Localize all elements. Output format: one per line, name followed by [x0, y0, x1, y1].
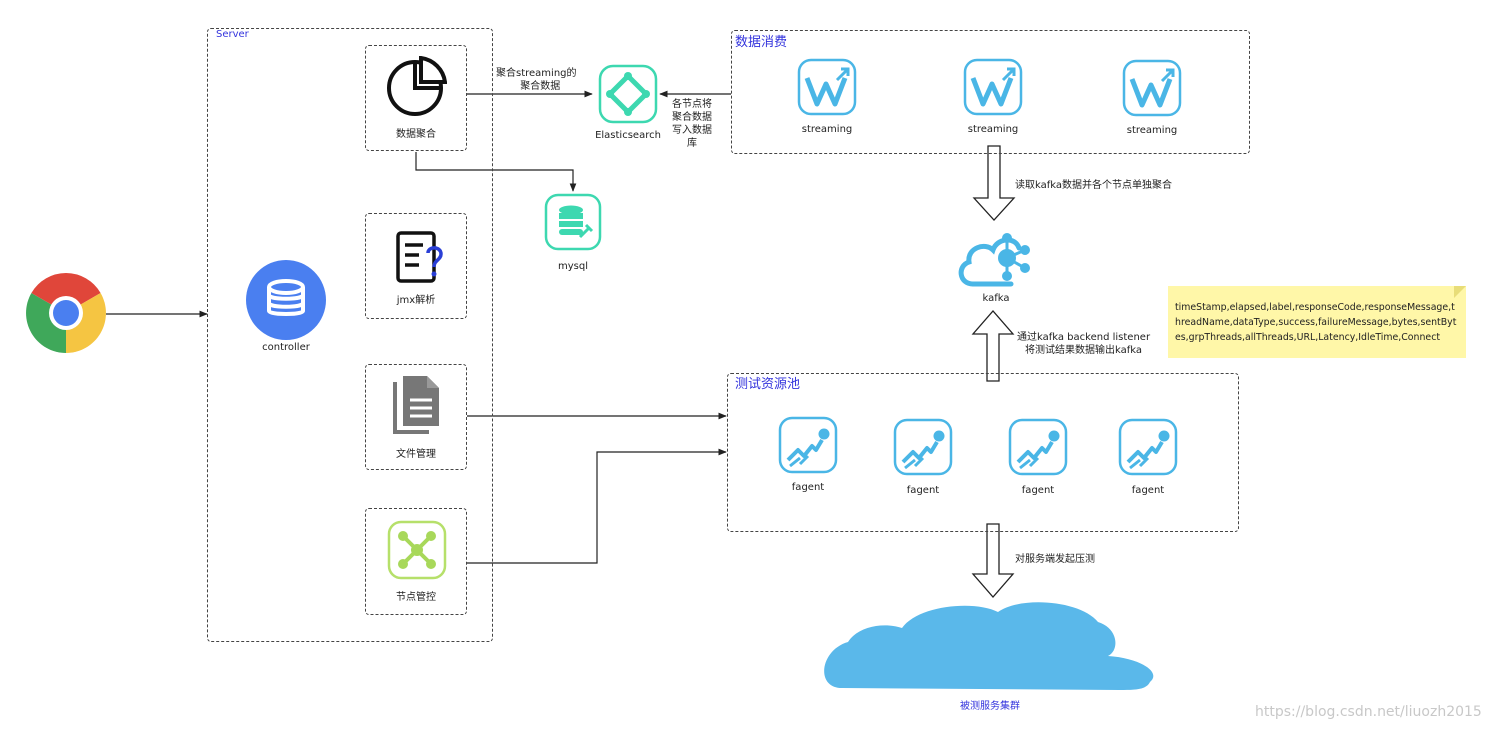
- chrome-icon: [25, 272, 107, 354]
- aggregate-node: [365, 45, 467, 151]
- arrow-nodemgmt-to-pool: [467, 448, 727, 564]
- document-question-icon: [393, 229, 449, 285]
- block-arrow-pool-to-kafka: [971, 310, 1015, 382]
- note-fold: [1454, 286, 1466, 298]
- arrow-aggregate-to-mysql: [415, 152, 577, 192]
- edge-listener-line1: 通过kafka backend listener: [1017, 332, 1151, 343]
- fagent-label-1: fagent: [791, 482, 825, 493]
- block-arrow-pool-to-target: [971, 523, 1015, 598]
- fagent-icon: [778, 416, 838, 474]
- database-icon: [267, 279, 305, 316]
- files-node: [365, 364, 467, 470]
- network-nodes-icon: [387, 520, 447, 580]
- edge-consume-to-es-label: 各节点将 聚合数据 写入数据 库: [672, 98, 712, 150]
- edge-consume-to-es-line1: 各节点将: [672, 99, 712, 110]
- pool-group-title: 测试资源池: [735, 377, 801, 392]
- mysql-label: mysql: [558, 261, 588, 272]
- node-mgmt-label: 节点管控: [396, 592, 436, 603]
- note-text: timeStamp,elapsed,label,responseCode,res…: [1175, 302, 1457, 343]
- kafka-cloud-icon: [955, 228, 1035, 288]
- mysql-icon: [544, 193, 602, 251]
- streaming-icon: [963, 58, 1023, 116]
- pie-chart-icon: [385, 55, 448, 118]
- fagent-icon: [1118, 418, 1178, 476]
- aggregate-label: 数据聚合: [396, 129, 436, 140]
- jmx-label: jmx解析: [396, 295, 436, 306]
- fagent-label-2: fagent: [906, 485, 940, 496]
- edge-pressure-label: 对服务端发起压测: [1015, 554, 1095, 565]
- target-cloud-shape: [824, 602, 1154, 690]
- block-arrow-consume-to-kafka: [972, 145, 1016, 221]
- jtl-fields-note: timeStamp,elapsed,label,responseCode,res…: [1168, 286, 1466, 358]
- streaming-label-2: streaming: [967, 124, 1019, 135]
- edge-consume-to-es-line2: 聚合数据: [672, 112, 712, 123]
- controller-label: controller: [262, 342, 310, 353]
- fagent-icon: [1008, 418, 1068, 476]
- files-icon: [389, 374, 443, 436]
- consume-group-title: 数据消费: [735, 35, 788, 50]
- streaming-label-3: streaming: [1126, 125, 1178, 136]
- streaming-label-1: streaming: [801, 124, 853, 135]
- elasticsearch-label: Elasticsearch: [595, 130, 661, 141]
- edge-kafka-read-label: 读取kafka数据并各个节点单独聚合: [1015, 180, 1173, 191]
- fagent-label-3: fagent: [1021, 485, 1055, 496]
- fagent-icon: [893, 418, 953, 476]
- edge-consume-to-es-line3: 写入数据: [672, 125, 712, 136]
- server-group-title: Server: [216, 29, 249, 40]
- kafka-label: kafka: [982, 293, 1010, 304]
- controller-node: [246, 260, 326, 340]
- edge-listener-line2: 将测试结果数据输出kafka: [1025, 345, 1143, 356]
- elasticsearch-icon: [598, 64, 658, 124]
- fagent-label-4: fagent: [1131, 485, 1165, 496]
- edge-aggregate-to-es-line2: 聚合数据: [520, 81, 561, 92]
- edge-aggregate-to-es-label: 聚合streaming的 聚合数据: [496, 67, 577, 93]
- streaming-icon: [797, 58, 857, 116]
- node-mgmt-node: [365, 508, 467, 615]
- target-cluster-label: 被测服务集群: [960, 701, 1020, 712]
- files-label: 文件管理: [396, 449, 436, 460]
- edge-consume-to-es-line4: 库: [687, 138, 697, 149]
- server-group: [207, 28, 493, 642]
- edge-aggregate-to-es-line1: 聚合streaming的: [496, 68, 577, 79]
- watermark: https://blog.csdn.net/liuozh2015: [1255, 704, 1482, 720]
- edge-listener-label: 通过kafka backend listener 将测试结果数据输出kafka: [1017, 331, 1150, 357]
- consume-group: [731, 30, 1250, 154]
- jmx-node: [365, 213, 467, 319]
- pool-group: [727, 373, 1239, 532]
- streaming-icon: [1122, 59, 1182, 117]
